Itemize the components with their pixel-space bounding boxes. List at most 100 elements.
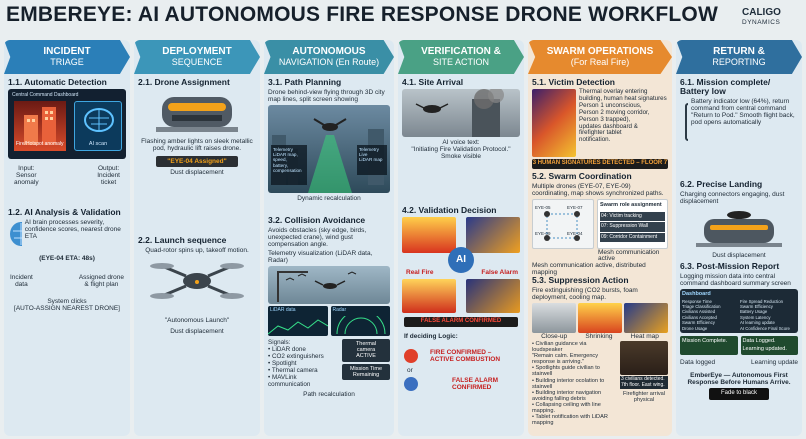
dashboard-row: Triage Classification xyxy=(682,304,721,309)
data-logged-badge: Data Logged. Learning updated. xyxy=(740,336,798,356)
section-collision-avoidance: 3.2. Collision Avoidance Avoids obstacle… xyxy=(268,216,390,398)
section-path-planning: 3.1. Path Planning Drone behind-view fly… xyxy=(268,78,390,202)
section-drone-assignment: 2.1. Drone Assignment Flashing amber lig… xyxy=(138,78,256,177)
dashboard-row: Civilians Accepted xyxy=(682,314,717,320)
thermal-overlay-image xyxy=(532,89,576,157)
column-title: DEPLOYMENT xyxy=(162,45,232,57)
false-alarm-banner: FALSE ALARM CONFIRMED xyxy=(404,317,518,327)
column-deployment-sequence: DEPLOYMENT SEQUENCE 2.1. Drone Assignmen… xyxy=(134,40,260,436)
section-title: 5.3. Suppression Action xyxy=(532,275,629,285)
heatmap-image xyxy=(624,303,668,333)
radar-panel: Radar xyxy=(330,306,390,336)
landing-pod-icon xyxy=(696,211,782,247)
decision-outcomes: FIRE CONFIRMED – ACTIVE COMBUSTION or FA… xyxy=(402,347,520,407)
brain-icon xyxy=(84,108,114,132)
telemetry-vis-label: Telemetry visualization (LiDAR data, Rad… xyxy=(268,250,373,264)
swarm-role-title: Swarm role assignment xyxy=(600,202,662,208)
role-item: 04: Victim tracking xyxy=(600,211,665,222)
section-title: 5.2. Swarm Coordination xyxy=(532,171,632,181)
column-incident-triage: INCIDENT TRIAGE 1.1. Automatic Detection… xyxy=(4,40,130,436)
section-suppression-action: 5.3. Suppression Action Fire extinguishi… xyxy=(532,276,668,426)
dashboard-row: Civilians Assisted xyxy=(682,309,716,315)
mission-time-badge: Mission Time Remaining xyxy=(342,363,390,381)
column-title: RETURN & xyxy=(713,45,765,57)
swarm-map: EYE-05 EYE-07 EYE-09 EYE-04 xyxy=(532,199,594,249)
column-return-reporting: RETURN & REPORTING 6.1. Mission complete… xyxy=(676,40,802,436)
thermal-camera-badge: Thermal camera ACTIVE xyxy=(342,339,390,362)
section-title: 1.1. Automatic Detection xyxy=(8,77,107,87)
section-validation-decision: 4.2. Validation Decision AI Real Fire Fa… xyxy=(402,206,520,407)
fade-label: Fade to black xyxy=(709,388,769,400)
drone-label: EYE-05 xyxy=(535,205,551,210)
dashboard-row: Swarm Efficiency xyxy=(682,320,715,326)
dashboard-title: Dashboard xyxy=(682,291,711,297)
incident-data-label: Incident data xyxy=(10,274,33,288)
mission-complete-badge: Mission Complete. xyxy=(680,336,738,356)
brand-name: CALIGO xyxy=(742,7,781,18)
role-item: 09: Corridor Containment xyxy=(600,232,665,243)
auto-assign-label: System clicks [AUTO-ASSIGN NEAREST DRONE… xyxy=(14,298,120,312)
section-site-arrival: 4.1. Site Arrival AI voice text: "Initia… xyxy=(402,78,520,160)
assigned-badge: "EYE-04 Assigned" xyxy=(156,155,238,168)
civilians-box: 3 civilians detected. 7th floor. East wi… xyxy=(620,376,668,390)
column-header: VERIFICATION & SITE ACTION xyxy=(398,40,524,74)
column-title: AUTONOMOUS xyxy=(292,45,366,57)
drone-label: EYE-04 xyxy=(567,231,583,236)
column-subtitle: TRIAGE xyxy=(50,57,84,67)
section-title: 6.3. Post-Mission Report xyxy=(680,261,780,271)
drone-label: EYE-07 xyxy=(567,205,583,210)
fire-status-icon xyxy=(404,349,418,363)
dashboard-row: AI learning update xyxy=(740,320,775,326)
voice-text: AI voice text: "Initiating Fire Validati… xyxy=(411,139,511,160)
column-title: SWARM OPERATIONS xyxy=(546,45,654,57)
column-title: INCIDENT xyxy=(43,45,91,57)
dust-label: Dust displacement xyxy=(712,251,766,259)
city-map-illustration: Telemetry LiDAR map, speed, battery, com… xyxy=(268,105,390,193)
column-header: DEPLOYMENT SEQUENCE xyxy=(134,40,260,74)
input-label: Input: Sensor anomaly xyxy=(14,165,39,186)
collision-text: Avoids obstacles (sky edge, birds, unexp… xyxy=(268,227,367,248)
analysis-text: AI brain processes severity, confidence … xyxy=(24,219,121,240)
shrinking-label: Shrinking xyxy=(585,333,613,340)
path-planning-text: Drone behind-view flying through 3D city… xyxy=(268,89,385,103)
section-title: 3.1. Path Planning xyxy=(268,77,342,87)
ai-scan-label: AI scan xyxy=(88,140,108,147)
dashboard-row: Drone Usage xyxy=(682,325,708,331)
heatmap-label: Heat map xyxy=(630,333,659,340)
section-post-mission-report: 6.3. Post-Mission Report Logging mission… xyxy=(680,262,798,400)
swarm-text: Multiple drones (EYE-07, EYE-09) coordin… xyxy=(532,183,664,197)
section-title: 4.2. Validation Decision xyxy=(402,205,497,215)
recalculation-label: Dynamic recalculation xyxy=(297,195,361,202)
closeup-image xyxy=(532,303,576,333)
lidar-panel: LiDAR data xyxy=(268,306,328,336)
brand-logo: CALIGO DYNAMICS xyxy=(742,8,802,28)
signals-list: Signals: • LiDAR done • CO2 extinguisher… xyxy=(268,339,324,388)
obstacle-scene xyxy=(268,266,390,304)
column-header: AUTONOMOUS NAVIGATION (En Route) xyxy=(264,40,394,74)
output-label: Output: Incident ticket xyxy=(97,165,120,186)
report-text: Logging mission data into central comman… xyxy=(680,273,791,287)
ai-decision-icon: AI xyxy=(448,247,474,273)
dashboard-row: Response Time xyxy=(682,298,712,304)
section-launch-sequence: 2.2. Launch sequence Quad-rotor spins up… xyxy=(138,236,256,335)
footer-tagline: EmberEye — Autonomous First Response Bef… xyxy=(687,372,791,387)
launch-label: "Autonomous Launch" xyxy=(164,316,230,324)
landing-text: Charging connectors engaging, dust displ… xyxy=(680,191,785,205)
learning-update-label: Learning update xyxy=(751,359,798,367)
dust-label: Dust displacement xyxy=(170,327,224,335)
shrinking-image xyxy=(578,303,622,333)
mesh-distributed-label: Mesh communication active, distributed m… xyxy=(532,262,646,276)
false-alarm-label: False Alarm xyxy=(481,269,518,276)
real-fire-image-1 xyxy=(402,217,456,253)
dashboard-row: AI Confidence Final Score xyxy=(740,325,790,331)
section-title: 3.2. Collision Avoidance xyxy=(268,215,366,225)
telemetry-panel-right: Telemetry Live LiDAR map xyxy=(357,145,387,175)
victim-text: Thermal overlay entering building, human… xyxy=(579,88,667,144)
section-title: 6.1. Mission complete/ Battery low xyxy=(680,77,771,96)
swarm-role-panel: Swarm role assignment 04: Victim trackin… xyxy=(597,199,668,249)
real-fire-label: Real Fire xyxy=(406,269,434,276)
section-victim-detection: 5.1. Victim Detection Thermal overlay en… xyxy=(532,78,668,169)
suppression-text: Fire extinguishing (CO2 bursts, foam dep… xyxy=(532,287,638,301)
decision-grid: AI Real Fire False Alarm FALSE ALARM CON… xyxy=(402,217,520,347)
thermal-image-1 xyxy=(466,217,520,253)
